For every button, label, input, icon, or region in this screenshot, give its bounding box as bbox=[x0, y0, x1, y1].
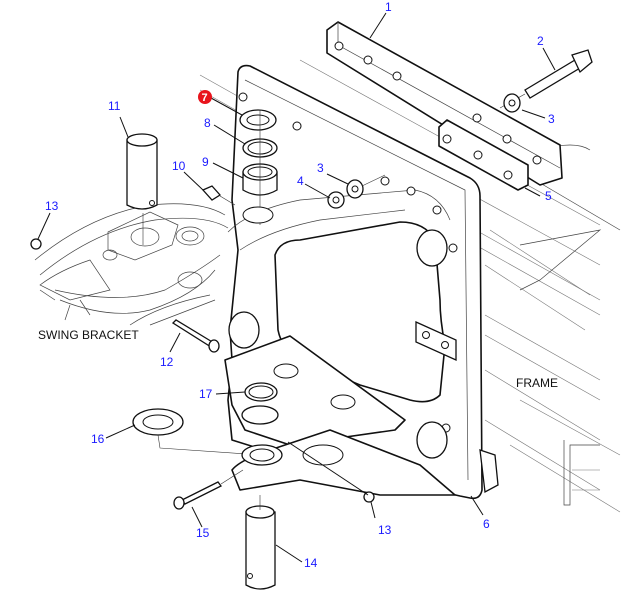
callout-9[interactable]: 9 bbox=[202, 155, 209, 169]
swing-frame-casting bbox=[224, 64, 499, 500]
part-3-washer-lower bbox=[346, 174, 386, 199]
part-7-seal bbox=[239, 109, 277, 131]
callout-13-left[interactable]: 13 bbox=[45, 199, 59, 213]
callout-5[interactable]: 5 bbox=[545, 189, 552, 203]
part-1-plate bbox=[326, 21, 563, 186]
callout-8[interactable]: 8 bbox=[204, 116, 211, 130]
part-3-washer-upper bbox=[503, 93, 521, 113]
part-11-pin bbox=[126, 133, 158, 245]
part-10-grease-fitting bbox=[201, 185, 236, 206]
callout-14[interactable]: 14 bbox=[304, 556, 318, 570]
part-12-bolt bbox=[171, 319, 220, 353]
part-14-pin bbox=[245, 495, 276, 590]
part-4-nut bbox=[327, 191, 345, 209]
leader-lines bbox=[37, 12, 556, 563]
callout-1[interactable]: 1 bbox=[385, 0, 392, 14]
callout-3-lower[interactable]: 3 bbox=[317, 161, 324, 175]
callout-7[interactable]: 7 bbox=[202, 92, 208, 104]
part-13-nut-left bbox=[30, 238, 42, 250]
part-16-washer bbox=[132, 408, 263, 456]
callout-13-bottom[interactable]: 13 bbox=[378, 523, 392, 537]
callout-16[interactable]: 16 bbox=[91, 432, 105, 446]
callout-4[interactable]: 4 bbox=[297, 174, 304, 188]
callout-6[interactable]: 6 bbox=[483, 517, 490, 531]
part-2-bolt bbox=[499, 49, 593, 109]
callout-10[interactable]: 10 bbox=[172, 159, 186, 173]
frame-label: FRAME bbox=[516, 376, 558, 390]
part-5-plate bbox=[438, 119, 529, 191]
callout-7-highlighted[interactable]: 7 bbox=[198, 90, 212, 104]
callout-11[interactable]: 11 bbox=[108, 99, 121, 113]
callout-2[interactable]: 2 bbox=[537, 34, 544, 48]
callout-12[interactable]: 12 bbox=[160, 355, 174, 369]
part-17-circlip bbox=[244, 382, 278, 402]
callout-17[interactable]: 17 bbox=[199, 387, 213, 401]
callout-3-upper[interactable]: 3 bbox=[548, 112, 555, 126]
swing-bracket-label: SWING BRACKET bbox=[38, 328, 139, 342]
swing-bracket-background bbox=[34, 203, 229, 326]
part-15-bolt bbox=[173, 469, 244, 510]
callout-15[interactable]: 15 bbox=[196, 526, 210, 540]
